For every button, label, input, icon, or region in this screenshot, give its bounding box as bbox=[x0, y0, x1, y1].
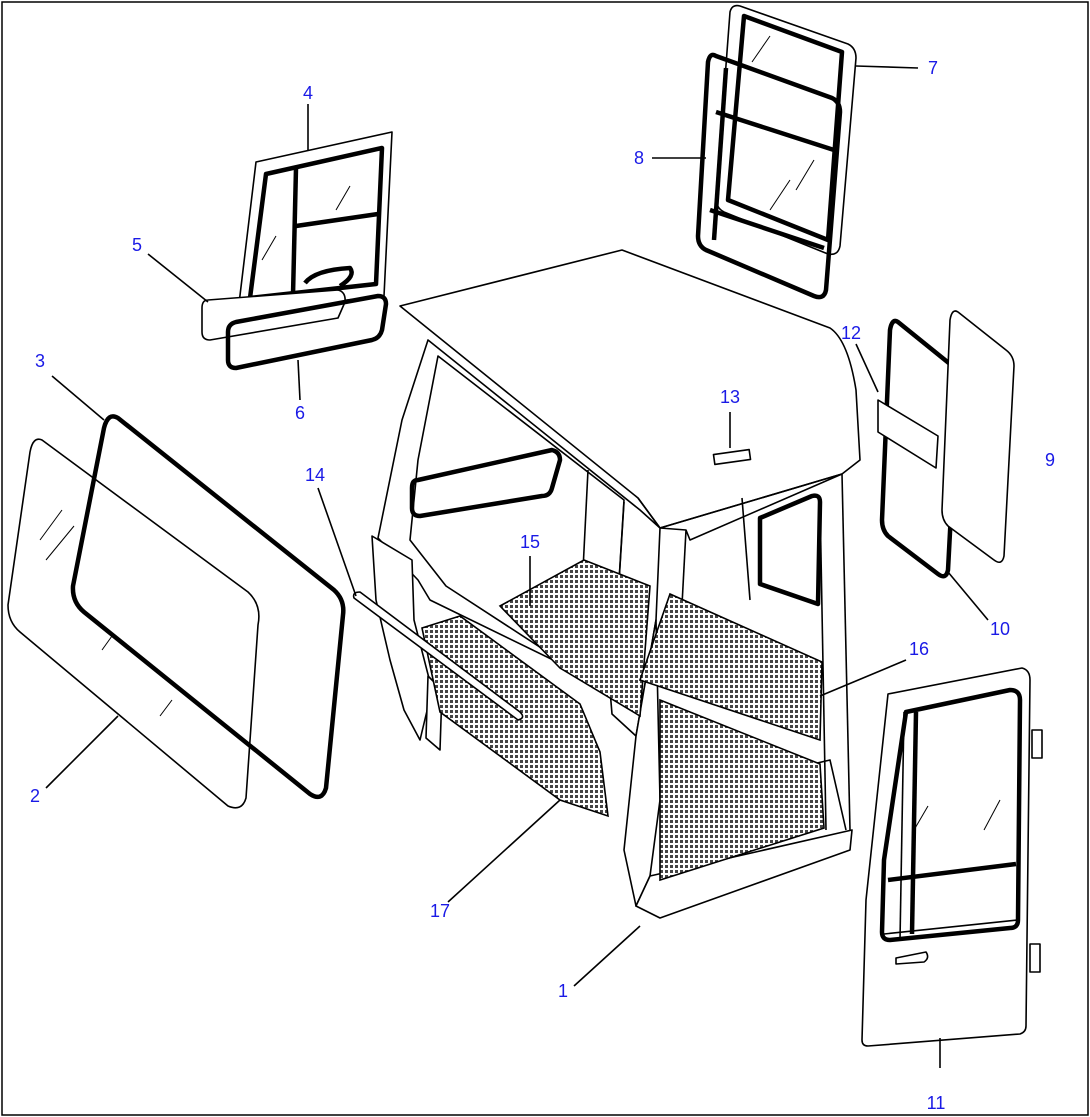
callout-2: 2 bbox=[30, 786, 40, 806]
part-small-seal-6 bbox=[225, 293, 389, 371]
callout-10: 10 bbox=[990, 619, 1010, 639]
callout-7: 7 bbox=[928, 58, 938, 78]
part-rear-seal-3 bbox=[70, 414, 346, 800]
leader-lines bbox=[45, 65, 989, 1068]
callout-9: 9 bbox=[1045, 450, 1055, 470]
callout-4: 4 bbox=[303, 83, 313, 103]
callout-14: 14 bbox=[305, 465, 325, 485]
callout-1: 1 bbox=[558, 981, 568, 1001]
part-door-11 bbox=[861, 667, 1043, 1047]
callout-5: 5 bbox=[132, 235, 142, 255]
part-door-glass-9 bbox=[941, 310, 1015, 564]
part-rear-glass-2 bbox=[7, 438, 260, 809]
callout-11: 11 bbox=[927, 1093, 946, 1113]
callout-8: 8 bbox=[634, 148, 644, 168]
part-floor-mat-15 bbox=[498, 559, 825, 882]
callout-13: 13 bbox=[720, 387, 740, 407]
part-side-window-4 bbox=[237, 131, 393, 313]
callout-3: 3 bbox=[35, 351, 45, 371]
callout-12: 12 bbox=[841, 323, 861, 343]
callout-6: 6 bbox=[295, 403, 305, 423]
door-hinge-lower bbox=[1029, 943, 1041, 973]
callout-17: 17 bbox=[430, 901, 450, 921]
callout-16: 16 bbox=[909, 639, 929, 659]
part-decal-13 bbox=[712, 448, 752, 466]
door-hinge-upper bbox=[1031, 729, 1043, 759]
callout-labels: 1 2 3 4 5 6 7 8 9 10 11 12 13 14 15 16 1… bbox=[30, 58, 1055, 1113]
callout-15: 15 bbox=[520, 532, 540, 552]
part-rod-14 bbox=[352, 591, 524, 721]
part-window-seal-8 bbox=[695, 52, 843, 300]
part-strip-12 bbox=[877, 399, 939, 469]
